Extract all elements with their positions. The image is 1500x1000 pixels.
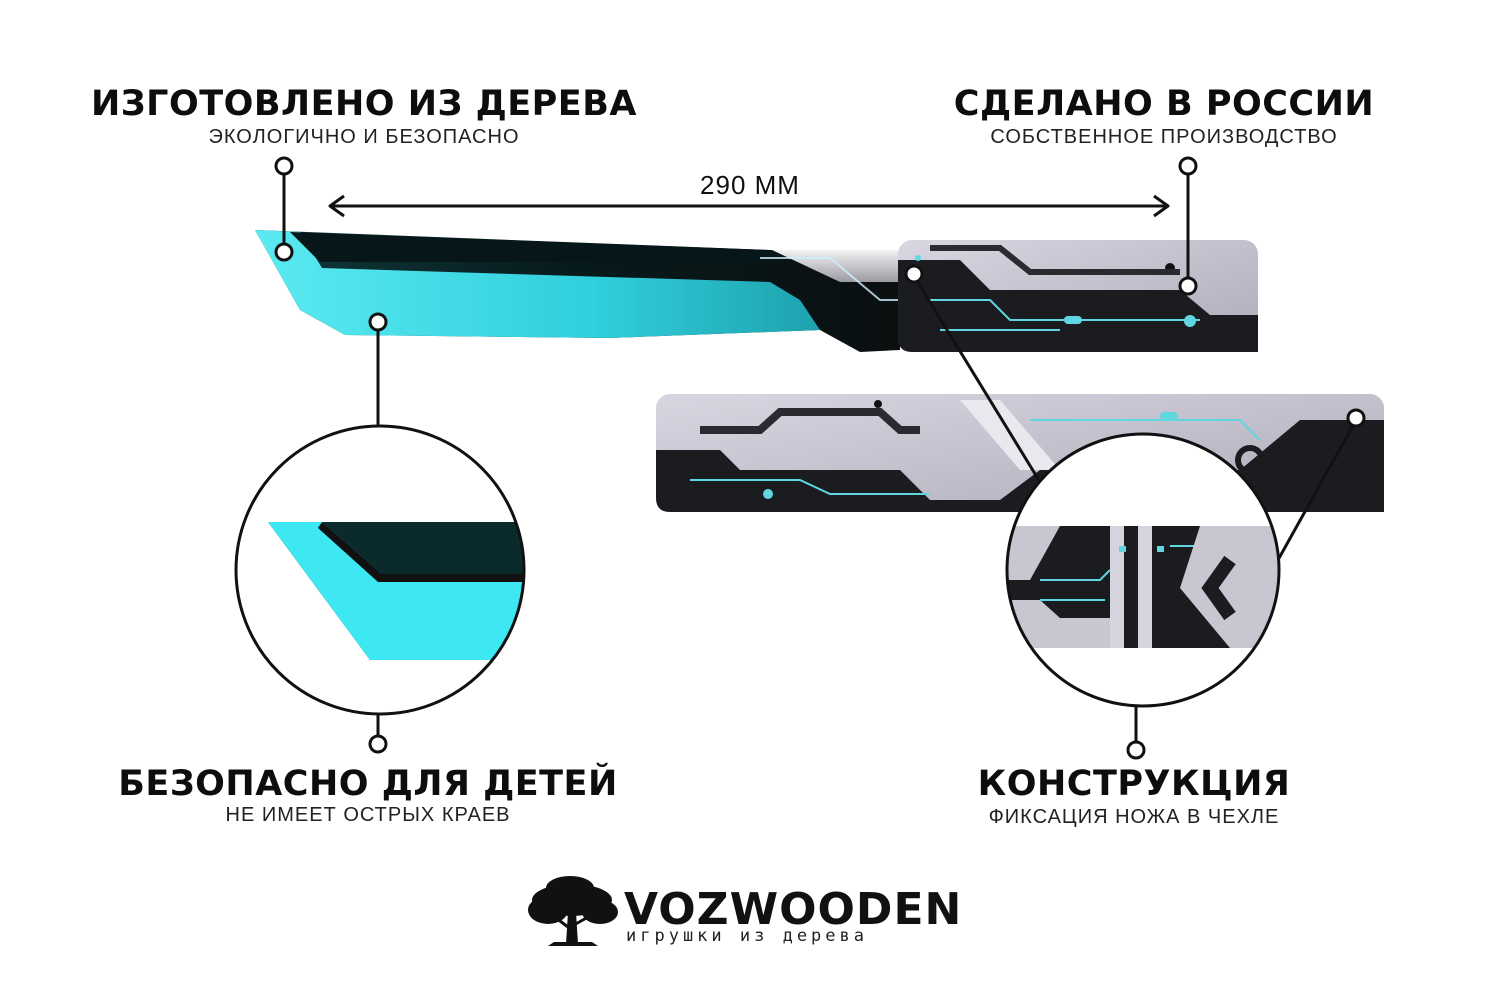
feature-safety-subtitle: НЕ ИМЕЕТ ОСТРЫХ КРАЕВ bbox=[225, 804, 511, 826]
callout-origin-pointer bbox=[1178, 156, 1198, 296]
feature-material-title: ИЗГОТОВЛЕНО ИЗ ДЕРЕВА bbox=[91, 84, 637, 124]
brand-tagline: игрушки из дерева bbox=[626, 926, 868, 946]
callout-material-pointer bbox=[274, 156, 294, 262]
arrow-left-icon bbox=[328, 194, 345, 218]
feature-construction-subtitle: ФИКСАЦИЯ НОЖА В ЧЕХЛЕ bbox=[988, 806, 1280, 828]
length-dimension-arrow bbox=[328, 194, 1170, 218]
feature-construction-title: КОНСТРУКЦИЯ bbox=[977, 764, 1291, 804]
knife-illustration bbox=[255, 230, 1258, 352]
brand-name: VOZWOODEN bbox=[624, 884, 963, 935]
zoom-sheath-lock bbox=[904, 264, 1366, 760]
sheath-illustration bbox=[656, 394, 1384, 512]
feature-origin-title: СДЕЛАНО В РОССИИ bbox=[953, 84, 1375, 124]
feature-origin-subtitle: СОБСТВЕННОЕ ПРОИЗВОДСТВО bbox=[990, 126, 1338, 148]
feature-material-subtitle: ЭКОЛОГИЧНО И БЕЗОПАСНО bbox=[208, 126, 520, 148]
arrow-right-icon bbox=[1153, 194, 1170, 218]
zoom-blade-tip bbox=[234, 312, 526, 754]
tree-logo-icon bbox=[528, 876, 618, 946]
feature-safety-title: БЕЗОПАСНО ДЛЯ ДЕТЕЙ bbox=[118, 764, 618, 804]
length-label: 290 ММ bbox=[692, 170, 808, 201]
